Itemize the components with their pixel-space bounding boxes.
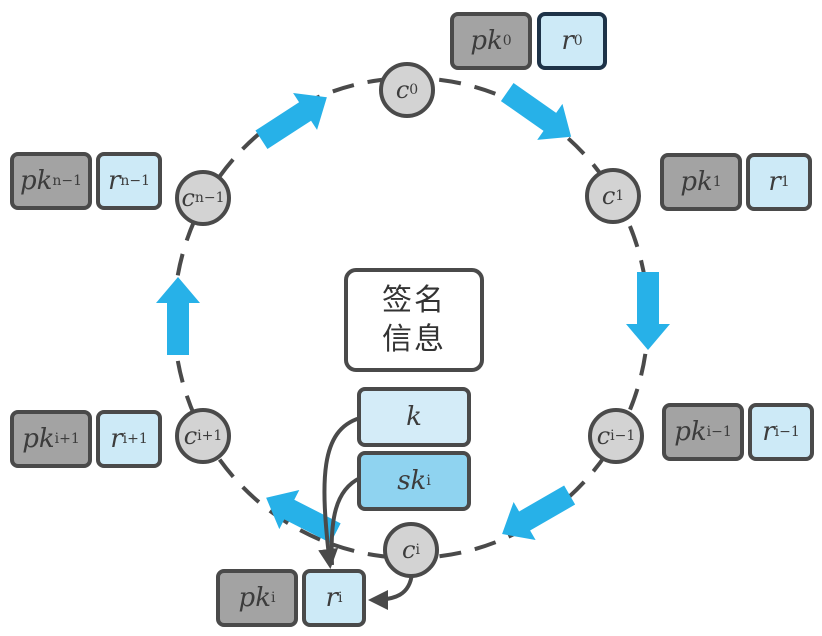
- sk-label: sk: [397, 466, 427, 496]
- node-subscript: 1: [615, 188, 625, 204]
- k-label: k: [406, 402, 422, 432]
- node-subscript: i: [415, 542, 420, 558]
- pk-label: pk: [19, 166, 53, 196]
- node-subscript: i−1: [610, 428, 636, 444]
- node-label: c: [596, 422, 611, 450]
- r-label: r: [561, 26, 574, 56]
- r-label: r: [768, 167, 781, 197]
- pk-subscript: 1: [712, 174, 722, 190]
- arrow-c0-to-c1: [500, 83, 572, 140]
- node-subscript: i+1: [197, 428, 223, 444]
- node-label: c: [181, 184, 195, 212]
- pk-label: pk: [238, 583, 271, 613]
- r-subscript: i−1: [774, 424, 800, 440]
- signature-message-box: 签名 信息: [344, 268, 484, 372]
- r-subscript: 0: [573, 33, 583, 49]
- arrow-ci-to-ci+1: [266, 489, 341, 543]
- ci-to-ri-connector: [368, 572, 414, 610]
- k-to-ri-connector: [318, 416, 361, 569]
- r-subscript: n−1: [120, 173, 151, 189]
- arrow-ci-1-to-ci: [502, 485, 576, 541]
- node-label: c: [402, 536, 416, 564]
- r-label: r: [107, 166, 121, 196]
- node-label: c: [395, 76, 410, 104]
- node-label: c: [183, 422, 198, 450]
- message-label-line1: 签名: [382, 283, 446, 318]
- node-subscript: n−1: [194, 190, 225, 206]
- arrow-cn-1-to-c0: [255, 93, 327, 150]
- sk-to-ri-connector: [329, 476, 361, 566]
- r-subscript: 1: [780, 174, 790, 190]
- r-label: r: [762, 417, 775, 447]
- pk-label: pk: [470, 26, 503, 56]
- sk-subscript: i: [426, 473, 431, 489]
- pk-subscript: i: [270, 590, 276, 606]
- message-label-line2: 信息: [382, 322, 446, 357]
- node-label: c: [601, 182, 616, 210]
- pk-label: pk: [680, 167, 713, 197]
- pk-subscript: 0: [502, 33, 512, 49]
- pk-subscript: i+1: [54, 431, 80, 447]
- k-box: k: [357, 387, 471, 447]
- r-label: r: [325, 583, 338, 613]
- pk-label: pk: [22, 424, 55, 454]
- arrow-c1-to-ci-1: [626, 272, 670, 350]
- node-subscript: 0: [409, 82, 419, 98]
- pk-subscript: i−1: [706, 424, 732, 440]
- r-label: r: [110, 424, 123, 454]
- arrow-ci+1-to-cn-1: [156, 277, 200, 355]
- pk-label: pk: [674, 417, 707, 447]
- pk-subscript: n−1: [52, 173, 83, 189]
- r-subscript: i+1: [122, 431, 148, 447]
- r-subscript: i: [337, 590, 343, 606]
